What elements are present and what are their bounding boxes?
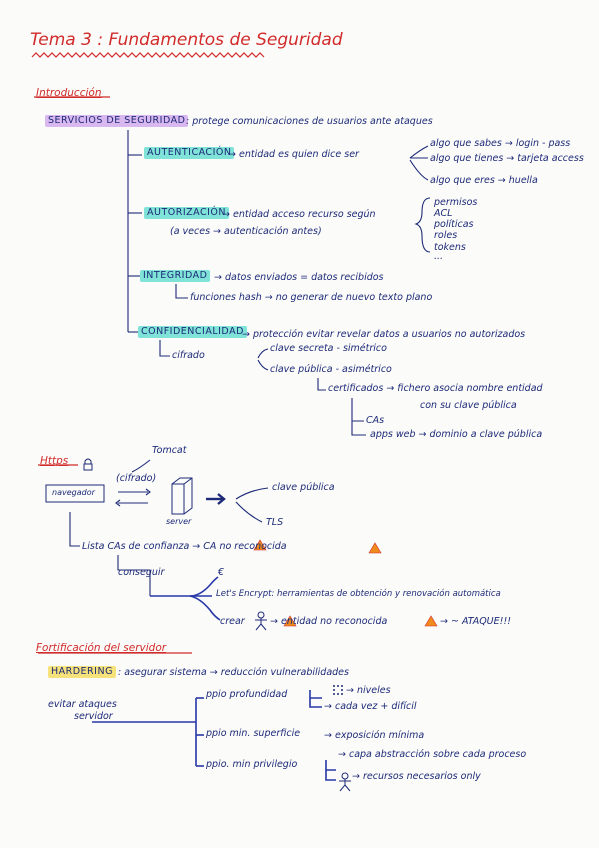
ataque-label: → ~ ATAQUE!!! (440, 616, 512, 627)
crear-label: crear (220, 616, 245, 627)
label-servicios-seguridad: SERVICIOS DE SEGURIDAD (45, 115, 189, 127)
euro-symbol: € (218, 567, 225, 578)
aut-sub-2: algo que tienes → tarjeta access (430, 153, 584, 164)
lista-cas: Lista CAs de confianza → CA no reconocid… (82, 541, 287, 552)
confidencialidad-description: → protección evitar revelar datos a usua… (242, 329, 526, 340)
tls-label: TLS (266, 517, 284, 528)
aut-list-1: permisos (434, 197, 478, 208)
autorizacion-description: → entidad acceso recurso según (222, 209, 376, 220)
certificados: certificados → fichero asocia nombre ent… (328, 383, 543, 394)
cifrado-label-https: (cifrado) (116, 473, 157, 484)
capa-abstraccion: → capa abstracción sobre cada proceso (338, 749, 527, 760)
niveles: → niveles (346, 685, 391, 696)
clave-publica: clave pública - asimétrico (270, 364, 392, 375)
section-heading-fortificacion: Fortificación del servidor (36, 642, 167, 654)
label-autenticacion: AUTENTICACIÓN (144, 147, 235, 159)
aut-list-3: políticas (434, 219, 474, 230)
cifrado-label: cifrado (172, 350, 205, 361)
ppio-min-privilegio: ppio. min privilegio (206, 759, 298, 770)
ppio-min-superficie: ppio min. superficie (206, 728, 301, 739)
clave-secreta: clave secreta - simétrico (270, 343, 387, 354)
hardering-description: : asegurar sistema → reducción vulnerabi… (118, 667, 349, 678)
evitar-ataques: evitar ataques (48, 699, 117, 710)
conseguir-label: conseguir (118, 567, 165, 578)
aut-list-2: ACL (434, 208, 453, 219)
label-confidencialidad: CONFIDENCIALIDAD (138, 326, 247, 338)
aut-list-5: tokens (434, 242, 466, 253)
https-clave-publica: clave pública (272, 482, 335, 493)
servicios-description: : protege comunicaciones de usuarios ant… (186, 116, 433, 127)
aut-sub-1: algo que sabes → login - pass (430, 138, 571, 149)
aut-list-4: roles (434, 230, 458, 241)
section-heading-introduccion: Introducción (36, 87, 102, 99)
ppio-profundidad: ppio profundidad (206, 689, 288, 700)
apps-web: apps web → dominio a clave pública (370, 429, 543, 440)
section-heading-https: Https (40, 455, 69, 467)
server-label: server (166, 517, 192, 526)
servidor-label: servidor (74, 711, 113, 722)
label-autorizacion: AUTORIZACIÓN (144, 207, 229, 219)
page-title: Tema 3 : Fundamentos de Seguridad (30, 30, 343, 50)
label-hardering: HARDERING (48, 666, 116, 678)
autorizacion-note: (a veces → autenticación antes) (170, 226, 322, 237)
recursos-necesarios: → recursos necesarios only (352, 771, 481, 782)
autenticacion-description: → entidad es quien dice ser (228, 149, 359, 160)
integridad-sub: funciones hash → no generar de nuevo tex… (190, 292, 433, 303)
aut-list-6: ... (434, 251, 444, 262)
exposicion-minima: → exposición mínima (324, 730, 425, 741)
tomcat-label: Tomcat (152, 445, 187, 456)
label-integridad: INTEGRIDAD (140, 270, 211, 282)
integridad-description: → datos enviados = datos recibidos (214, 272, 384, 283)
crear-rest: → entidad no reconocida (270, 616, 388, 627)
cada-vez: → cada vez + difícil (324, 701, 417, 712)
certificados-2: con su clave pública (420, 400, 517, 411)
aut-sub-3: algo que eres → huella (430, 175, 538, 186)
navegador-box: navegador (52, 488, 95, 497)
lets-encrypt: Let's Encrypt: herramientas de obtención… (216, 589, 501, 599)
cas-label: CAs (366, 415, 385, 426)
